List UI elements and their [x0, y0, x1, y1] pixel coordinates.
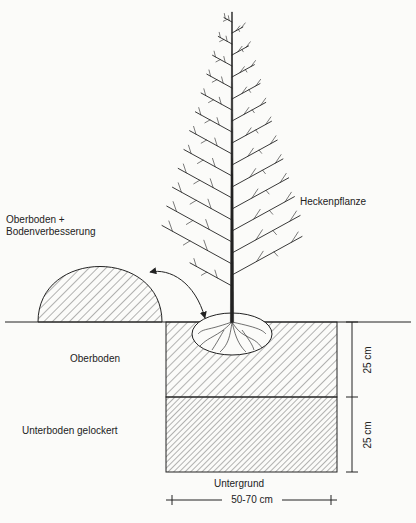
subsoil-layer — [166, 397, 337, 472]
width-dimension — [166, 495, 337, 505]
dimension-label: 25 cm — [362, 419, 374, 450]
depth-dimension — [346, 322, 358, 472]
dimension-label: 25 cm — [362, 344, 374, 375]
dimension-label: 50-70 cm — [229, 494, 275, 506]
layer-label: Unterboden gelockert — [22, 425, 118, 437]
mound-label: Oberboden + Bodenverbesserung — [6, 214, 124, 238]
layer-label: Untergrund — [214, 478, 264, 490]
soil-mound — [38, 267, 162, 323]
transfer-arrow — [150, 271, 205, 318]
roots — [198, 322, 266, 352]
layer-label: Oberboden — [70, 353, 120, 365]
plant-label: Heckenpflanze — [300, 196, 366, 208]
hedge-plant — [162, 12, 302, 322]
